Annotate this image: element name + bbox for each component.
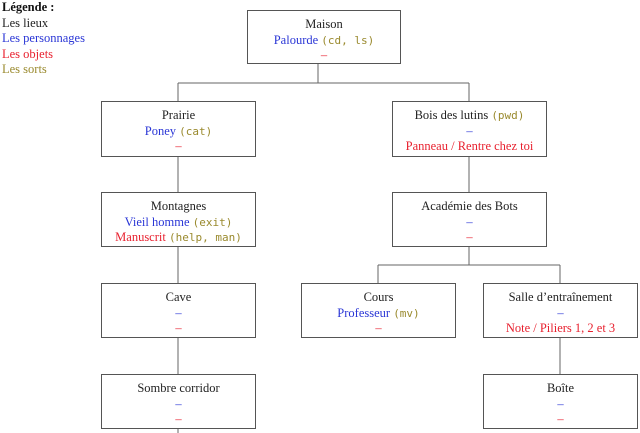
node-sombre-object: – xyxy=(175,412,182,426)
node-montagnes-character-spells: (exit) xyxy=(192,215,233,229)
node-cave-place: Cave xyxy=(165,290,192,304)
node-montagnes-character: Vieil homme xyxy=(124,214,190,229)
node-cours-spells: (mv) xyxy=(393,306,420,320)
node-maison: Maison Palourde (cd, ls) – xyxy=(247,10,401,64)
node-bois-object: Panneau / Rentre chez toi xyxy=(405,139,534,153)
node-boite: Boîte – – xyxy=(483,374,638,429)
node-bois-place: Bois des lutins xyxy=(414,108,489,122)
node-cave-object: – xyxy=(175,321,182,335)
legend: Légende : Les lieux Les personnages Les … xyxy=(2,0,85,78)
node-prairie-spells: (cat) xyxy=(179,124,213,138)
node-salle: Salle d’entraînement – Note / Piliers 1,… xyxy=(483,283,638,338)
node-sombre-character: – xyxy=(175,396,182,411)
node-salle-place: Salle d’entraînement xyxy=(508,290,613,304)
node-cave-character: – xyxy=(175,305,182,320)
node-cours-object: – xyxy=(375,321,382,335)
legend-title: Légende : xyxy=(2,0,55,14)
node-maison-object: – xyxy=(320,48,328,62)
node-bois: Bois des lutins (pwd) – Panneau / Rentre… xyxy=(392,101,547,157)
node-salle-character: – xyxy=(557,305,564,320)
legend-spells: Les sorts xyxy=(2,62,47,76)
node-boite-character: – xyxy=(557,396,564,411)
node-academie-character: – xyxy=(466,214,473,229)
node-cours-place: Cours xyxy=(363,290,394,304)
node-maison-spells: (cd, ls) xyxy=(321,33,375,47)
node-prairie-place: Prairie xyxy=(161,108,196,122)
node-prairie-object: – xyxy=(175,139,182,153)
node-boite-place: Boîte xyxy=(546,381,575,395)
node-academie: Académie des Bots – – xyxy=(392,192,547,247)
legend-places: Les lieux xyxy=(2,15,49,30)
node-montagnes-place: Montagnes xyxy=(150,199,207,213)
node-sombre-place: Sombre corridor xyxy=(137,381,220,395)
node-cave: Cave – – xyxy=(101,283,256,338)
node-sombre: Sombre corridor – – xyxy=(101,374,256,429)
node-bois-character: – xyxy=(466,123,473,138)
node-boite-object: – xyxy=(557,412,564,426)
node-cours: Cours Professeur (mv) – xyxy=(301,283,456,338)
legend-characters: Les personnages xyxy=(2,31,85,45)
node-prairie: Prairie Poney (cat) – xyxy=(101,101,256,157)
node-salle-object: Note / Piliers 1, 2 et 3 xyxy=(505,321,616,335)
node-maison-place: Maison xyxy=(305,17,343,31)
node-cours-character: Professeur xyxy=(337,305,391,320)
node-academie-place: Académie des Bots xyxy=(421,199,518,213)
node-montagnes-object: Manuscrit xyxy=(115,230,166,244)
node-maison-character: Palourde xyxy=(273,32,319,47)
node-academie-object: – xyxy=(466,230,473,244)
node-prairie-character: Poney xyxy=(144,123,176,138)
node-montagnes-object-spells: (help, man) xyxy=(168,231,242,244)
legend-objects: Les objets xyxy=(2,46,54,61)
node-montagnes: Montagnes Vieil homme (exit) Manuscrit (… xyxy=(101,192,256,247)
node-bois-spells: (pwd) xyxy=(491,109,525,122)
